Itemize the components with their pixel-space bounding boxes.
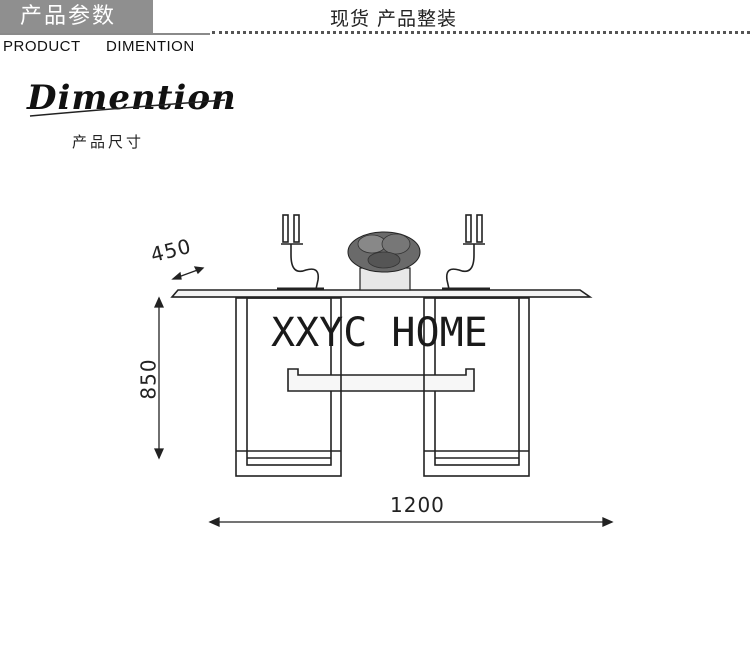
title-swash — [29, 99, 226, 117]
tabletop — [170, 289, 593, 298]
width-label: 1200 — [390, 493, 445, 517]
sub-label-product: PRODUCT — [3, 38, 81, 55]
section-tag: 产品参数 — [0, 0, 153, 33]
right-candelabra — [442, 214, 490, 291]
height-arrow — [153, 296, 165, 460]
depth-arrow — [171, 266, 205, 280]
width-arrow — [208, 516, 614, 528]
left-candelabra — [277, 214, 324, 291]
header-rule — [0, 33, 210, 35]
brand-watermark: XXYC HOME — [271, 310, 488, 356]
section-subtitle: 产品尺寸 — [72, 133, 145, 151]
sub-label-dimention: DIMENTION — [106, 38, 195, 55]
height-label: 850 — [136, 358, 161, 400]
center-shelf — [287, 368, 475, 392]
header-subtitle: 现货 产品整装 — [330, 8, 458, 30]
header-dotted-rule — [212, 31, 750, 34]
section-script-title: Dimention — [27, 78, 237, 118]
flower-vase — [347, 231, 421, 291]
